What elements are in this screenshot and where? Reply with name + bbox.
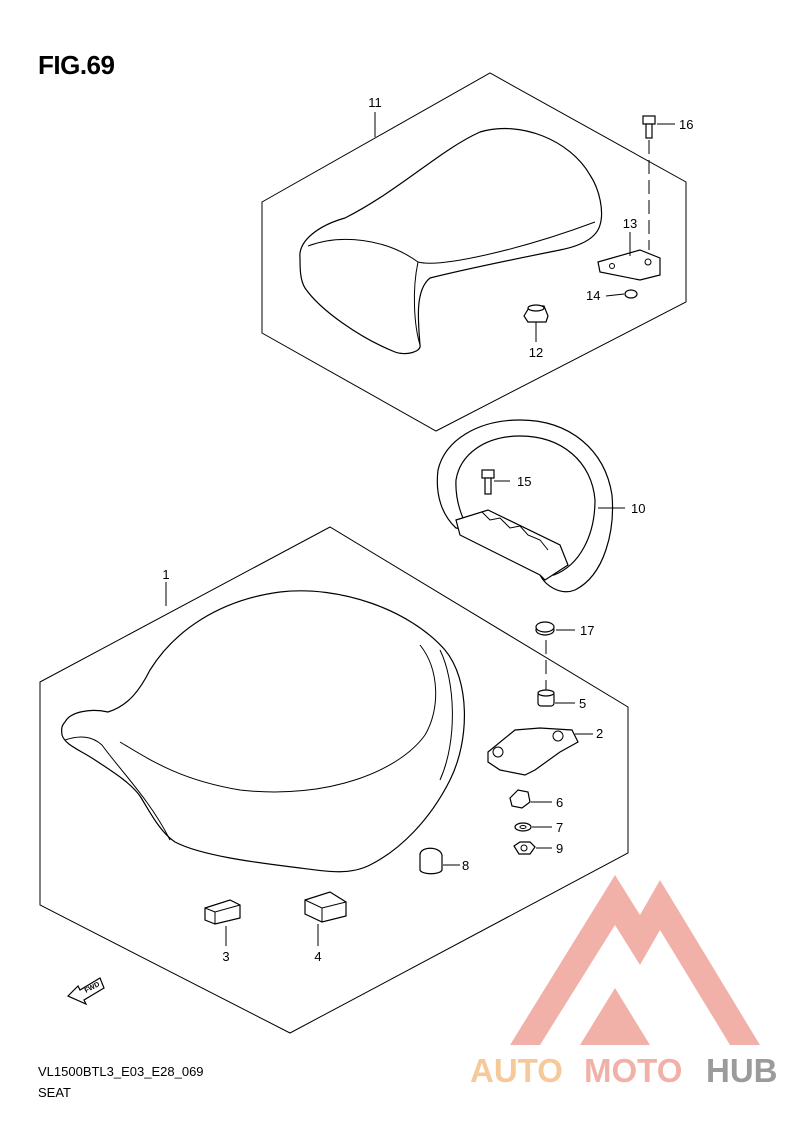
washer-part-7[interactable] (514, 822, 532, 832)
leader-lines (165, 112, 675, 946)
diagram-code: VL1500BTL3_E03_E28_069 (38, 1064, 204, 1079)
fwd-arrow-icon: FWD (66, 977, 105, 1006)
rear-seat-group-frame (261, 72, 687, 432)
callout-7: 7 (556, 820, 563, 835)
nut-part-14[interactable] (624, 289, 638, 299)
callout-13: 13 (623, 216, 637, 231)
bolt-part-15[interactable] (481, 469, 495, 495)
callout-14: 14 (586, 288, 600, 303)
callout-2: 2 (596, 726, 603, 741)
bolt-part-16[interactable] (642, 115, 656, 139)
watermark-text-hub: HUB (706, 1052, 778, 1089)
callout-10: 10 (631, 501, 645, 516)
figure-title: FIG.69 (38, 50, 115, 80)
watermark-text-auto: AUTO (470, 1052, 563, 1089)
bracket-part-13[interactable] (597, 249, 661, 281)
callout-16: 16 (679, 117, 693, 132)
cap-part-8[interactable] (419, 847, 443, 875)
callout-3: 3 (222, 949, 229, 964)
grab-rail-part-10[interactable] (436, 419, 614, 593)
callout-6: 6 (556, 795, 563, 810)
watermark-triangle-shape (510, 875, 760, 1045)
callout-9: 9 (556, 841, 563, 856)
callout-17: 17 (580, 623, 594, 638)
front-seat-group-frame (39, 526, 629, 1034)
callout-15: 15 (517, 474, 531, 489)
callout-11: 11 (368, 95, 382, 110)
callout-1: 1 (162, 567, 169, 582)
nut-part-9[interactable] (513, 841, 536, 855)
callout-8: 8 (462, 858, 469, 873)
nut-part-6[interactable] (509, 789, 531, 809)
watermark-text-moto: MOTO (584, 1052, 682, 1089)
watermark-logo: AUTO MOTO HUB (470, 875, 778, 1089)
callout-12: 12 (529, 345, 543, 360)
callout-4: 4 (314, 949, 321, 964)
front-seat-part[interactable] (61, 590, 465, 873)
cushion-part-4[interactable] (304, 891, 347, 923)
section-name: SEAT (38, 1085, 71, 1100)
bracket-part-2[interactable] (487, 727, 579, 776)
cushion-part-3[interactable] (204, 899, 241, 925)
grommet-part-5[interactable] (537, 689, 555, 707)
rear-seat-part[interactable] (299, 127, 603, 355)
callout-5: 5 (579, 696, 586, 711)
cap-part-17[interactable] (535, 621, 555, 636)
damper-part-12[interactable] (523, 304, 549, 323)
